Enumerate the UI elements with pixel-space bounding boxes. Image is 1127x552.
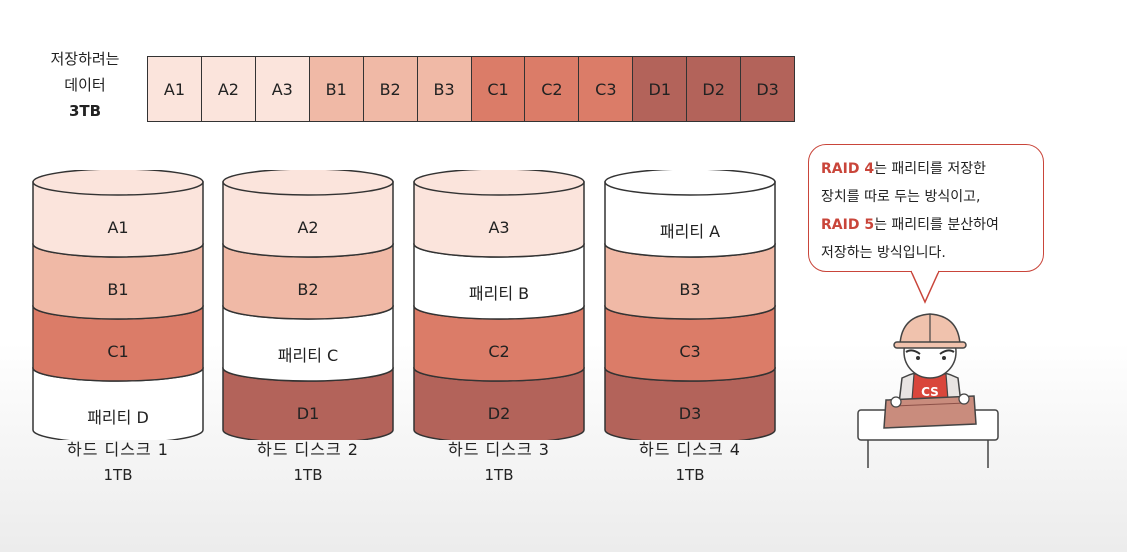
data-block-a1: A1: [148, 57, 202, 121]
bubble-line-3: RAID 5는 패리티를 분산하여: [821, 211, 1031, 239]
data-block-a3: A3: [255, 57, 310, 121]
data-label: 저장하려는 데이터 3TB: [30, 46, 140, 124]
engineer-character-illustration: CS: [857, 313, 999, 468]
disk-capacity-1: 1TB: [103, 466, 133, 484]
disk-name-1: 하드 디스크 1: [67, 440, 169, 459]
disk-segment-label: 패리티 A: [659, 222, 721, 241]
disk-segment-label: C3: [679, 342, 701, 361]
disk-segment-shape: [222, 170, 394, 258]
disk-cylinder: [413, 170, 585, 440]
disk-segment-label: D3: [678, 404, 702, 423]
disk-segment-shape: [604, 170, 776, 258]
raid4-term: RAID 4: [821, 161, 875, 177]
data-block-b1: B1: [309, 57, 364, 121]
data-block-c1: C1: [471, 57, 526, 121]
disk-cylinder: [604, 170, 776, 440]
data-block-c2: C2: [525, 57, 580, 121]
data-block-d1: D1: [633, 57, 688, 121]
disk-capacity-2: 1TB: [293, 466, 323, 484]
disk-capacity-4: 1TB: [675, 466, 705, 484]
data-label-line1: 저장하려는: [50, 50, 120, 68]
data-block-a2: A2: [201, 57, 256, 121]
disk-segment-label: 패리티 D: [87, 408, 149, 427]
bubble-line-4: 저장하는 방식입니다.: [821, 245, 946, 261]
disk-segment-label: A1: [107, 218, 129, 237]
shirt-text: CS: [921, 385, 939, 399]
disk-segment-label: A2: [297, 218, 319, 237]
data-block-c3: C3: [579, 57, 634, 121]
bubble-line-1: RAID 4는 패리티를 저장한: [821, 155, 1031, 183]
disk-capacity-3: 1TB: [484, 466, 514, 484]
raid5-term: RAID 5: [821, 217, 875, 233]
disk-name-2: 하드 디스크 2: [257, 440, 359, 459]
disk-segment-label: 패리티 C: [277, 346, 339, 365]
disk-name-3: 하드 디스크 3: [448, 440, 550, 459]
data-label-line2: 데이터: [64, 76, 106, 94]
disk-segment-label: B3: [679, 280, 701, 299]
disk-segment-shape: [32, 170, 204, 258]
disk-cylinder: [222, 170, 394, 440]
data-block-d2: D2: [687, 57, 742, 121]
data-block-d3: D3: [741, 57, 795, 121]
disk-segment-shape: [413, 170, 585, 258]
disk-segment-label: C1: [107, 342, 129, 361]
speech-bubble-tail: [910, 270, 940, 304]
disk-segment-label: B2: [297, 280, 319, 299]
speech-bubble: RAID 4는 패리티를 저장한 장치를 따로 두는 방식이고, RAID 5는…: [808, 144, 1044, 272]
bubble-line-2: 장치를 따로 두는 방식이고,: [821, 189, 981, 205]
disk-name-4: 하드 디스크 4: [639, 440, 741, 459]
disk-cylinder: [32, 170, 204, 440]
disk-segment-label: D1: [296, 404, 320, 423]
bubble-line-1-text: 는 패리티를 저장한: [874, 161, 987, 177]
data-block-b3: B3: [417, 57, 472, 121]
disk-segment-label: A3: [488, 218, 510, 237]
bubble-line-3-text: 는 패리티를 분산하여: [874, 217, 999, 233]
data-label-size: 3TB: [68, 102, 102, 120]
disk-segment-label: B1: [107, 280, 129, 299]
data-block-b2: B2: [363, 57, 418, 121]
disk-segment-label: 패리티 B: [468, 284, 530, 303]
disk-segment-label: C2: [488, 342, 510, 361]
disk-segment-label: D2: [487, 404, 511, 423]
